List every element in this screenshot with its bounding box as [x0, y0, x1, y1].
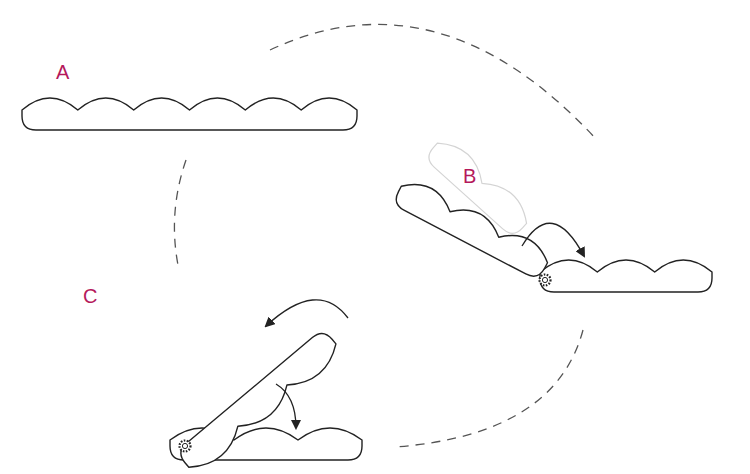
- figure-label: A: [56, 62, 69, 82]
- figure-label: C: [83, 286, 97, 306]
- cushion-leaf: [176, 329, 344, 474]
- fold-arrow: [266, 300, 348, 326]
- hinge: [180, 441, 191, 452]
- figure-label: B: [463, 166, 476, 186]
- rotation-arc: [395, 330, 583, 447]
- cushion-base: [540, 260, 712, 292]
- rotation-arc: [174, 160, 186, 265]
- cushion-leaf: [392, 176, 553, 281]
- fold-arrow: [276, 384, 296, 428]
- cushion-flat: [22, 98, 357, 130]
- hinge: [540, 275, 551, 286]
- fold-arrow: [522, 223, 584, 256]
